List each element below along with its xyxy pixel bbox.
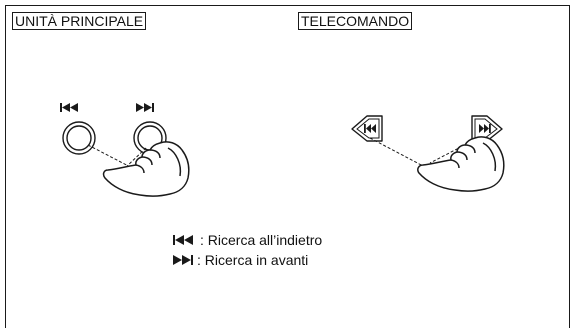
remote-label: TELECOMANDO xyxy=(298,12,413,30)
remote-skip-back-button[interactable] xyxy=(351,115,383,142)
legend-item-back: : Ricerca all’indietro xyxy=(172,230,322,250)
legend-text-forward: : Ricerca in avanti xyxy=(197,252,309,268)
remote-pointer-lines xyxy=(369,136,481,168)
legend-text-back: : Ricerca all’indietro xyxy=(200,232,323,248)
main-skip-back-symbol xyxy=(60,103,78,112)
remote-skip-forward-button[interactable] xyxy=(471,115,503,142)
legend: : Ricerca all’indietro : Ricerca in avan… xyxy=(172,230,322,270)
legend-item-forward: : Ricerca in avanti xyxy=(172,250,322,270)
main-hand-icon xyxy=(102,141,190,197)
skip-forward-icon xyxy=(172,254,197,266)
main-skip-forward-symbol xyxy=(136,103,154,112)
skip-back-icon xyxy=(172,234,200,246)
main-skip-back-button[interactable] xyxy=(62,121,96,155)
remote-hand-icon xyxy=(417,136,505,192)
main-unit-label: UNITÀ PRINCIPALE xyxy=(12,12,147,30)
diagram-frame xyxy=(5,5,570,328)
